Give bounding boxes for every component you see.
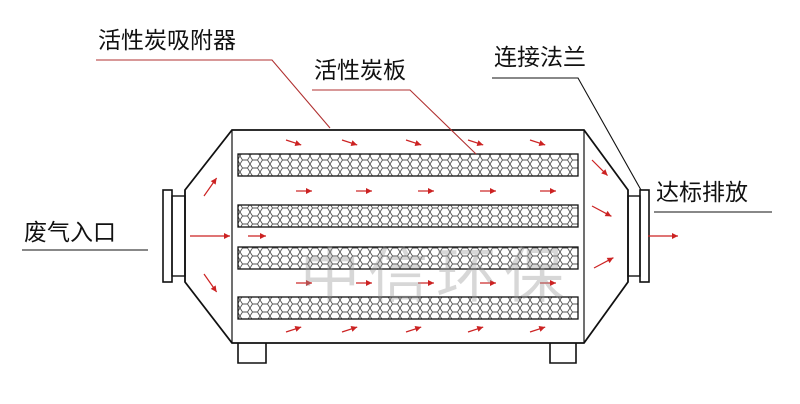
airflow-arrow — [203, 177, 218, 197]
airflow-arrow — [405, 139, 422, 146]
leader-adsorber — [96, 59, 331, 129]
carbon-plate-2 — [237, 204, 579, 228]
airflow-arrow — [529, 139, 546, 146]
airflow-arrow — [540, 280, 556, 286]
airflow-arrow — [285, 326, 302, 333]
right-leg — [549, 343, 577, 364]
label-adsorber: 活性炭吸附器 — [98, 28, 236, 54]
label-flange: 连接法兰 — [494, 45, 586, 71]
outlet-duct — [627, 195, 641, 277]
airflow-arrow — [591, 159, 608, 176]
airflow-arrow — [467, 326, 484, 333]
airflow-arrows — [190, 139, 678, 333]
leader-flange — [492, 77, 642, 191]
leader-carbon-plate — [312, 89, 477, 155]
carbon-plate-4 — [237, 296, 579, 320]
label-outlet: 达标排放 — [656, 180, 748, 206]
airflow-arrow — [296, 188, 312, 194]
airflow-arrow — [341, 326, 358, 333]
airflow-arrow — [418, 188, 434, 194]
airflow-arrow — [203, 273, 218, 293]
airflow-arrow — [540, 188, 556, 194]
airflow-arrow — [480, 188, 496, 194]
outlet-flange — [639, 189, 650, 283]
airflow-arrow — [405, 326, 422, 333]
airflow-arrow — [467, 139, 484, 146]
left-leg — [237, 343, 267, 364]
label-carbon-plate: 活性炭板 — [314, 58, 406, 84]
carbon-plate-3 — [237, 246, 579, 270]
watermark: 中信环保 — [300, 242, 572, 312]
airflow-arrow — [190, 233, 230, 239]
airflow-arrow — [356, 280, 372, 286]
carbon-plate-1 — [237, 153, 579, 177]
airflow-arrow — [418, 280, 434, 286]
airflow-arrow — [648, 233, 678, 239]
airflow-arrow — [341, 139, 358, 146]
inlet-duct — [171, 195, 186, 277]
airflow-arrow — [285, 139, 302, 146]
label-inlet: 废气入口 — [24, 220, 116, 246]
inlet-flange — [162, 189, 173, 283]
airflow-arrow — [296, 280, 312, 286]
airflow-arrow — [591, 205, 612, 217]
airflow-arrow — [356, 188, 372, 194]
airflow-arrow — [248, 233, 266, 239]
airflow-arrow — [529, 326, 546, 333]
airflow-arrow — [593, 257, 614, 269]
airflow-arrow — [480, 280, 496, 286]
